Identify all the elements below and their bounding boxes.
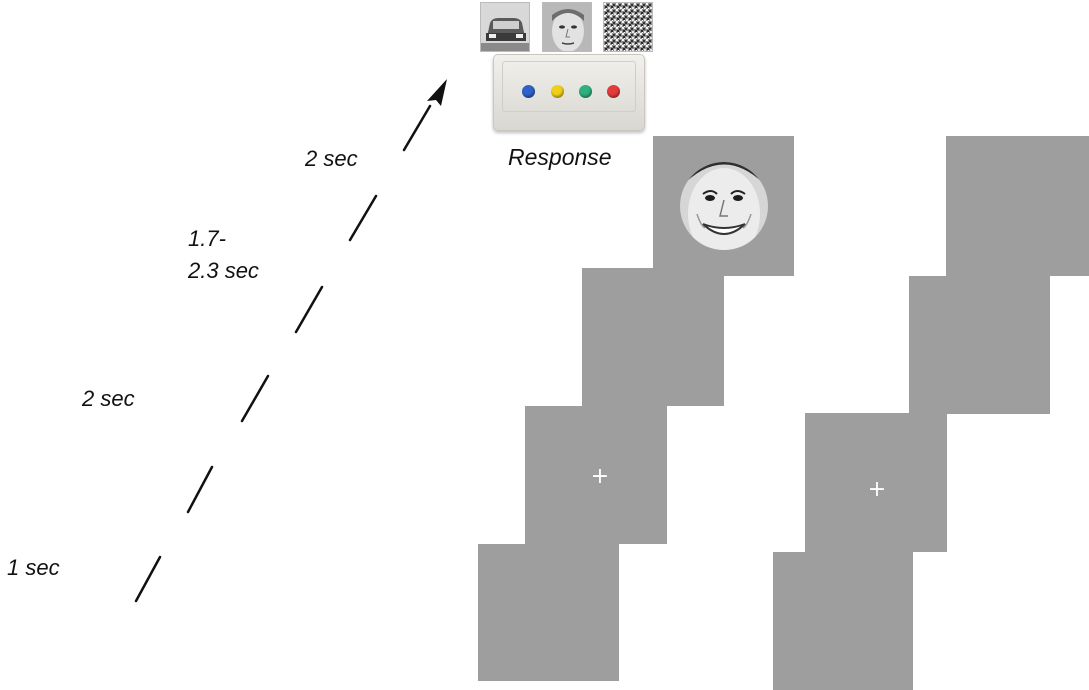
- response-label: Response: [508, 144, 612, 170]
- arrow-dash: [134, 555, 162, 603]
- arrow-dash: [240, 374, 270, 423]
- duration-label-jitter-line2: 2.3 sec: [188, 258, 259, 283]
- blank-screen-2: [582, 268, 724, 406]
- face-thumbnail: [542, 2, 592, 52]
- fixation-cross: +: [867, 477, 887, 502]
- neutral-face-icon: [543, 3, 591, 51]
- fixation-screen: +: [525, 406, 667, 544]
- yellow-button: [551, 85, 564, 98]
- blank-screen-1: [478, 544, 619, 681]
- fixation-screen-2: +: [805, 413, 947, 552]
- duration-label-2sec: 2 sec: [82, 386, 135, 411]
- fixation-cross: +: [590, 464, 610, 489]
- face-stimulus-screen: [653, 136, 794, 276]
- response-box-panel: [502, 61, 636, 112]
- arrow-dash: [294, 285, 324, 334]
- scrambled-thumbnail: [603, 2, 653, 52]
- duration-label-1sec: 1 sec: [7, 555, 60, 580]
- green-button: [579, 85, 592, 98]
- noise-pattern-icon: [604, 3, 652, 51]
- blank-screen-4: [909, 276, 1050, 414]
- blank-screen-5: [946, 136, 1089, 276]
- arrowhead: [427, 79, 447, 106]
- arrow-dash: [186, 465, 214, 514]
- response-button-box: [493, 54, 645, 131]
- happy-face-stimulus: [680, 162, 768, 250]
- blank-screen-3: [773, 552, 913, 690]
- car-thumbnail: [480, 2, 530, 52]
- arrow-dash: [402, 104, 432, 152]
- red-button: [607, 85, 620, 98]
- car-icon: [481, 3, 529, 51]
- arrow-dash: [348, 194, 378, 242]
- duration-label-2sec-response: 2 sec: [305, 146, 358, 171]
- blue-button: [522, 85, 535, 98]
- duration-label-jitter-line1: 1.7-: [188, 226, 226, 251]
